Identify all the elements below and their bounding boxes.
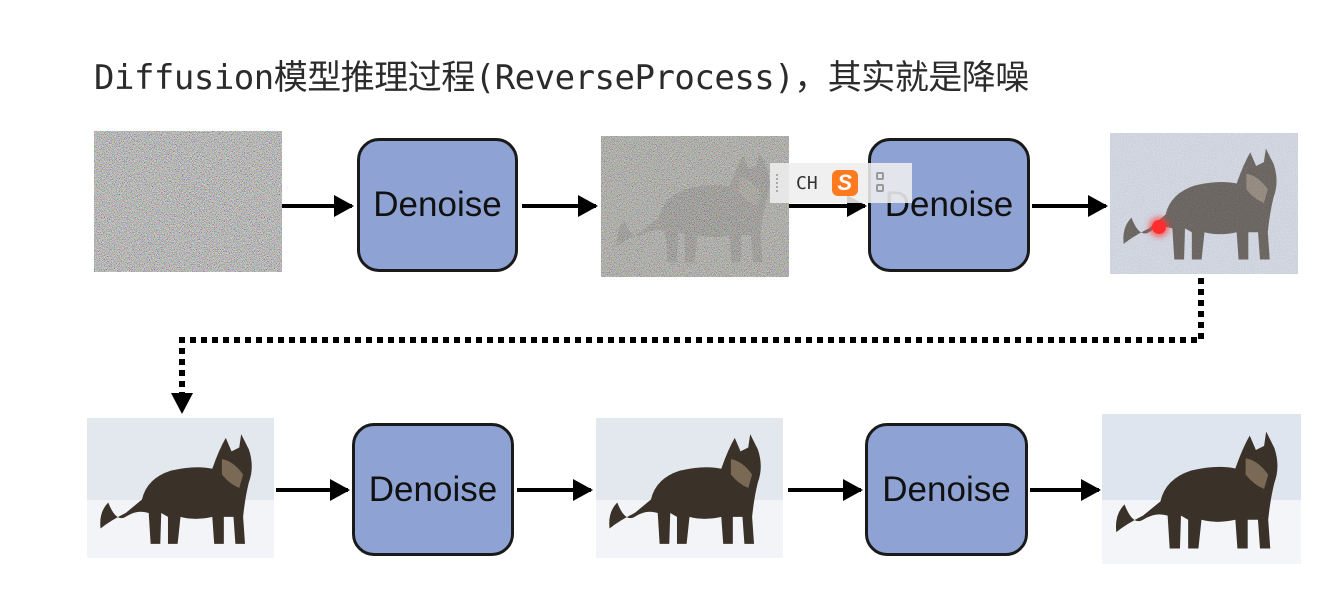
denoise-step-3: Denoise (352, 423, 514, 556)
clean-cat-image (1102, 414, 1301, 564)
page-title: Diffusion模型推理过程(ReverseProcess)，其实就是降噪 (94, 58, 1029, 98)
ime-mode-toggle[interactable]: CH (796, 172, 818, 194)
ime-toolbar[interactable]: CH S (770, 163, 912, 203)
ime-menu-icon[interactable] (875, 170, 886, 196)
pointer-highlight-icon (1152, 220, 1166, 234)
cat-image (87, 418, 274, 558)
slightly-noisy-cat-image (1110, 133, 1298, 274)
cat-image (596, 418, 783, 558)
pure-noise-image (94, 131, 282, 272)
denoise-step-2: Denoise (868, 138, 1030, 272)
denoise-step-4: Denoise (865, 423, 1028, 556)
dotted-connector-arrow (179, 278, 1204, 395)
denoise-step-1: Denoise (357, 138, 518, 272)
noisy-cat-image (601, 136, 789, 277)
connector-arrowhead (171, 393, 193, 414)
drag-handle-icon[interactable] (776, 174, 782, 192)
sogou-logo-icon[interactable]: S (831, 170, 858, 196)
